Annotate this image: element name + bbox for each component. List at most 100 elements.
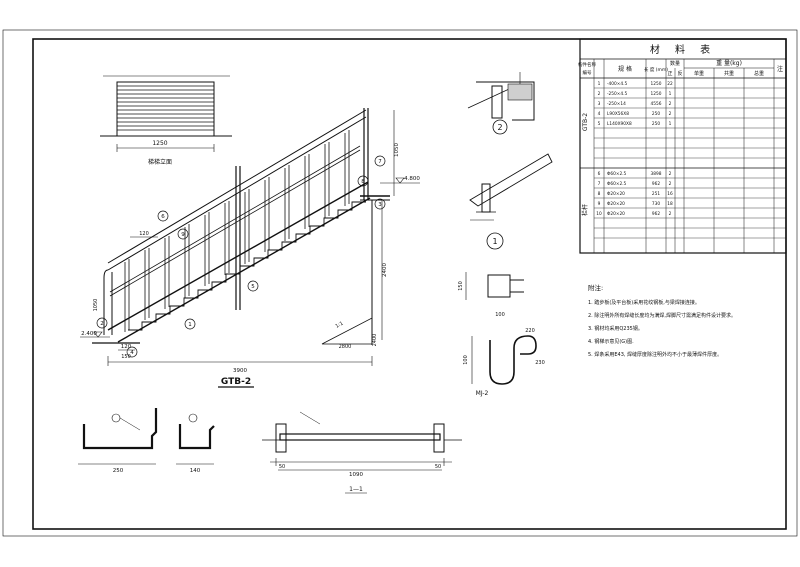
callout-4: 4 [130,350,134,356]
cell-length: 962 [652,211,660,217]
note-4: 4. 钢梯示意见(G)图. [588,338,634,345]
group-gtb2: GTB-2 [582,113,589,131]
level-bottom: 2.400 [81,331,97,337]
bar-shape-2 [176,413,215,465]
cell-spec: Φ60×2.5 [607,171,627,177]
th-w-unit: 单重 [694,70,704,77]
cell-qty: 22 [667,81,673,87]
cell-spec: L140X90X8 [607,121,632,127]
cell-length: 4556 [651,101,662,107]
cell-spec: Φ20×20 [607,191,625,197]
dim-d-b: 100 [463,355,469,365]
outer-frame [2,29,798,537]
dim-right-lower: 2400 [382,263,388,277]
slope-ratio: 1:1 [335,321,345,330]
cell-no: 6 [598,171,601,177]
dim-slope-run: 2800 [339,344,352,350]
dim-lower-run: 2400 [372,334,378,347]
detail-circle-2-label: 2 [497,123,502,132]
detail-mj2 [465,272,537,385]
detail-circle-1 [486,232,504,250]
note-2: 2. 除注明外所有焊缝长度均为满焊,焊脚尺寸需满足构件设计要求。 [588,312,736,319]
cell-length: 730 [652,201,660,207]
cell-length: 3898 [651,171,662,177]
stair-elevation [80,108,420,366]
material-table [579,38,787,254]
cell-length: 962 [652,181,660,187]
detail-mj2-label: MJ-2 [476,390,489,397]
cell-no: 7 [598,181,601,187]
callout-6: 6 [161,214,165,220]
dim-rail-height: 1050 [93,299,99,312]
cell-qty: 1 [669,121,672,127]
bar2-width: 140 [190,468,201,474]
dim-left-span: 120 [121,344,132,350]
cell-length: 250 [652,121,660,127]
cell-spec: Φ20×20 [607,211,625,217]
callout-2: 2 [100,321,104,327]
note-5: 5. 焊条采用E43, 焊缝厚度除注明外均不小于最薄焊件厚度。 [588,351,722,358]
cell-no: 2 [598,91,601,97]
detail-1 [469,153,553,221]
cell-no: 4 [598,111,601,117]
th-no: 编号 [583,69,592,76]
note-1: 1. 踏步板(及平台板)采用花纹钢板,与梁焊接连接。 [588,299,700,306]
cell-qty: 2 [669,181,672,187]
cell-qty: 18 [667,201,673,207]
th-qty-pos: 正 [667,71,672,77]
dim-bottom-total: 3900 [233,368,247,374]
callout-1: 1 [188,322,192,328]
dim-d-e: 230 [535,360,545,366]
table-title: 材 料 表 [650,43,716,56]
th-spec: 规 格 [618,65,632,73]
top-view-label: 梯梯立面 [148,158,172,166]
th-w-total: 共重 [724,70,734,77]
cell-spec: -250×4.5 [607,91,627,97]
cell-spec: -250×14 [607,101,626,107]
callout-5: 5 [251,284,255,290]
dim-d-c: 220 [525,328,535,334]
cell-no: 10 [596,211,602,217]
dim-tread-pitch: 150 [121,354,131,360]
callout-9: 9 [181,232,185,238]
detail-circle-2 [492,119,508,135]
th-length: 长 度 (mm) [644,66,668,73]
callouts [96,155,386,358]
notes-title: 附注: [588,283,603,292]
detail-circle-1-label: 1 [492,237,497,246]
cell-spec: Φ60×2.5 [607,181,627,187]
th-qty-neg: 反 [677,70,682,77]
cell-spec: L90X56X8 [607,111,629,117]
th-weight: 重 量(kg) [716,59,742,67]
cell-qty: 2 [669,101,672,107]
section-label: 1—1 [349,486,363,493]
cell-no: 5 [598,121,601,127]
cell-spec: Φ20×20 [607,201,625,207]
cell-qty: 2 [669,211,672,217]
cell-length: 1250 [651,81,662,87]
callout-8: 8 [361,179,365,185]
th-qty: 数量 [670,60,680,67]
dim-d-a: 150 [458,281,464,291]
callout-3: 3 [378,202,382,208]
cell-no: 8 [598,191,601,197]
detail-2 [467,72,535,121]
drawing-title: GTB-2 [221,377,251,387]
cell-no: 9 [598,201,601,207]
cell-qty: 16 [667,191,673,197]
cell-spec: -400×4.5 [607,81,627,87]
bar-shape-1 [78,408,158,465]
top-view-width-dim: 1250 [152,140,167,147]
cell-no: 3 [598,101,601,107]
dim-post-gap: 120 [139,231,149,237]
cell-qty: 1 [669,91,672,97]
cell-qty: 2 [669,171,672,177]
section-a: 50 [435,464,441,470]
dim-right-upper: 1050 [394,143,400,157]
dim-d-d: 100 [495,312,505,318]
bar1-width: 250 [113,468,124,474]
section-total: 1090 [349,472,363,478]
th-member: 构件名称 [578,61,596,68]
